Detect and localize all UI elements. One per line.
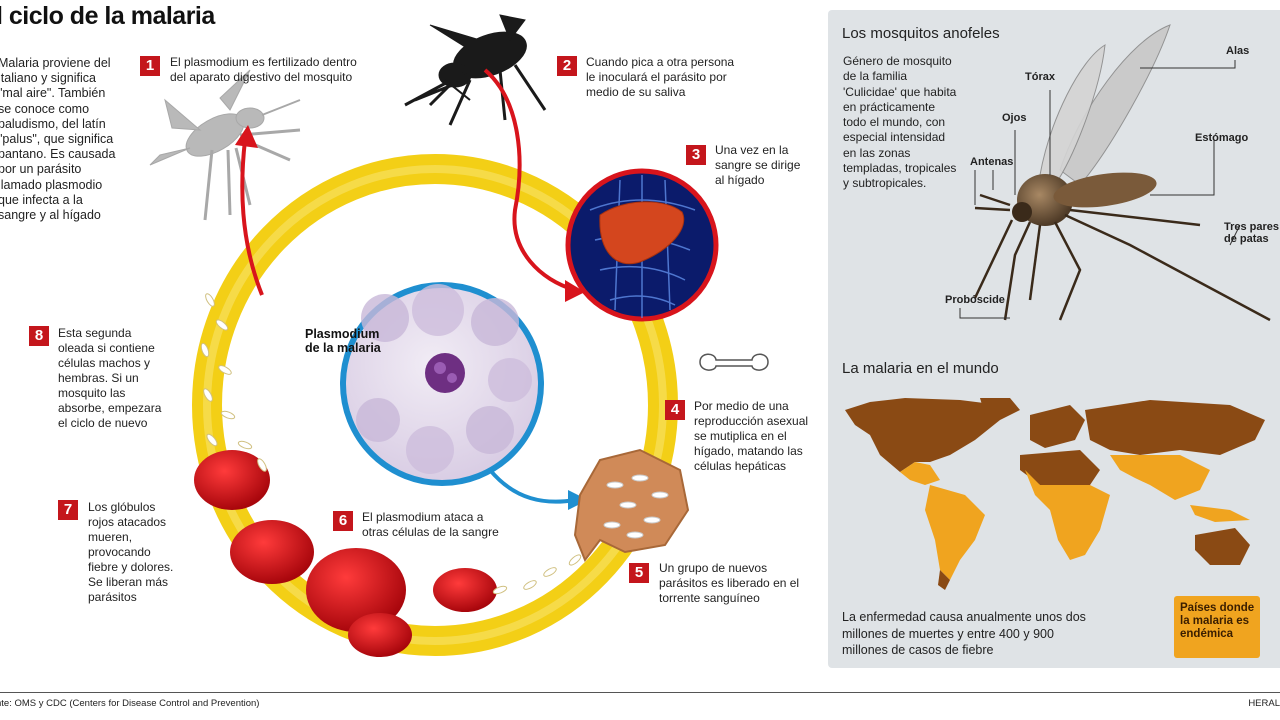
step-1-number: 1 — [140, 56, 160, 76]
step-7-number: 7 — [58, 500, 78, 520]
step-3-text: Una vez en la sangre se dirige al hígado — [715, 143, 801, 187]
parasite-bone-icon — [699, 353, 769, 371]
north-africa — [1020, 450, 1100, 485]
step-1-text: El plasmodium es fertilizado dentro del … — [170, 55, 357, 84]
step-2-number: 2 — [557, 56, 577, 76]
plasmodium-microscope-circle — [340, 282, 544, 486]
gray-mosquito-icon — [149, 69, 301, 221]
label-torax: Tórax — [1025, 71, 1055, 83]
step-4-text: Por medio de una reproducción asexual se… — [694, 399, 809, 473]
step-3-number: 3 — [686, 145, 706, 165]
world-map — [845, 398, 1265, 590]
red-arrowhead-right — [565, 280, 585, 302]
label-antenas: Antenas — [970, 156, 1014, 168]
source-credit: nte: OMS y CDC (Centers for Disease Cont… — [0, 698, 260, 709]
australia — [1195, 528, 1250, 565]
step-8-number: 8 — [29, 326, 49, 346]
asia — [1085, 400, 1265, 455]
red-arrowhead-up — [235, 125, 258, 148]
central-america — [900, 462, 940, 485]
south-america-tip — [938, 570, 950, 590]
europe — [1030, 405, 1085, 448]
red-arrow-1-to-gray — [240, 139, 264, 296]
africa — [1025, 470, 1110, 560]
mosquito-description: Género de mosquito de la familia 'Culici… — [843, 54, 957, 191]
hepatic-cell-icon — [573, 448, 690, 563]
liver-circle — [565, 168, 719, 322]
step-5-text: Un grupo de nuevos parásitos es liberado… — [659, 561, 800, 605]
map-description: La enfermedad causa anualmente unos dos … — [842, 610, 1086, 657]
label-patas-1: Tres pares — [1224, 221, 1280, 233]
cycle-ring-highlight — [203, 165, 667, 645]
red-blood-cells — [194, 450, 497, 657]
blue-arrow — [488, 468, 576, 504]
step-4-number: 4 — [665, 400, 685, 420]
black-mosquito-icon — [404, 14, 547, 126]
south-america — [925, 485, 985, 580]
footer-divider — [0, 692, 1280, 693]
endemic-legend: Países donde la malaria es endémica — [1174, 596, 1260, 658]
plasmodium-label-line2: de la malaria — [305, 341, 381, 355]
blue-arrowhead — [568, 490, 588, 510]
liver-icon — [599, 201, 685, 265]
anopheles-mosquito-icon — [973, 24, 1271, 322]
step-7-text: Los glóbulos rojos atacados mueren, prov… — [88, 500, 174, 604]
step-8-text: Esta segunda oleada si contiene células … — [58, 326, 162, 430]
south-asia — [1110, 455, 1210, 500]
step-6-text: El plasmodium ataca a otras células de l… — [362, 510, 499, 539]
red-arrow-2-to-liver — [483, 68, 576, 292]
map-heading: La malaria en el mundo — [842, 360, 999, 377]
step-6-number: 6 — [333, 511, 353, 531]
label-patas-2: de patas — [1224, 233, 1269, 245]
parasites-along-ring — [200, 293, 582, 595]
label-estomago: Estómago — [1195, 132, 1249, 144]
mosquito-heading: Los mosquitos anofeles — [842, 25, 1000, 42]
label-proboscide: Probóscide — [945, 294, 1005, 306]
label-ojos: Ojos — [1002, 112, 1027, 124]
greenland — [980, 398, 1020, 420]
plasmodium-label-line1: Plasmodium — [305, 327, 380, 341]
page-title: l ciclo de la malaria — [0, 2, 215, 30]
step-2-text: Cuando pica a otra persona le inoculará … — [586, 55, 735, 99]
north-america — [845, 398, 1000, 472]
label-alas: Alas — [1226, 45, 1250, 57]
plasmodium-label: Plasmodium de la malaria — [305, 327, 381, 355]
intro-text: Malaria proviene del italiano y signific… — [0, 56, 116, 223]
brand-credit: HERAL — [1248, 698, 1280, 709]
step-5-number: 5 — [629, 563, 649, 583]
indonesia — [1190, 505, 1250, 522]
